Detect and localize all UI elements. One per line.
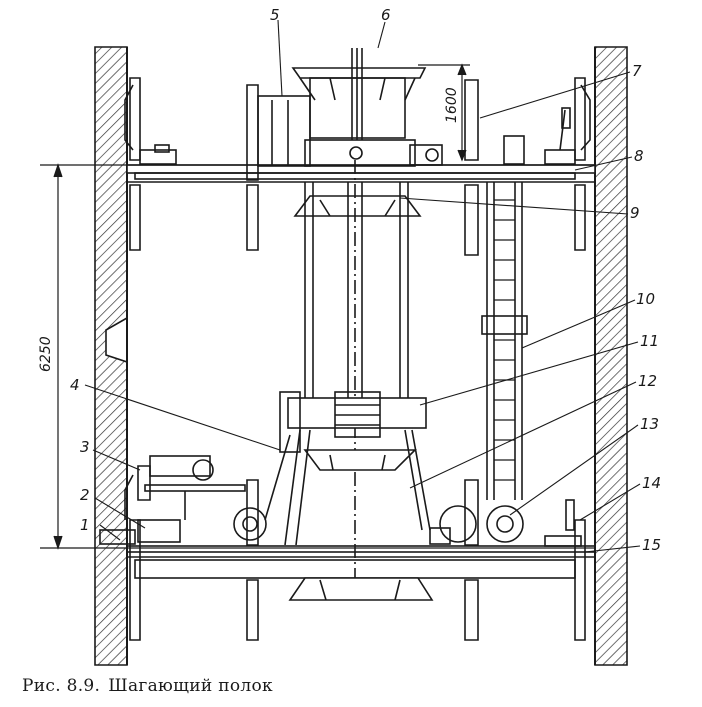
- callout-13: 13: [640, 415, 659, 433]
- callout-15: 15: [642, 536, 661, 554]
- callout-2: 2: [80, 486, 90, 504]
- callout-6: 6: [381, 6, 391, 24]
- central-columns: [304, 160, 409, 600]
- callout-14: 14: [642, 474, 661, 492]
- ladder: [481, 182, 528, 500]
- callout-11: 11: [640, 332, 659, 350]
- callout-9: 9: [630, 204, 640, 222]
- figure-title: Шагающий полок: [108, 676, 273, 696]
- left-equipment: [99, 455, 267, 545]
- lower-deck: [124, 474, 596, 641]
- callout-7: 7: [632, 62, 642, 80]
- figure-number: Рис. 8.9.: [22, 676, 101, 696]
- dimension-lines: [40, 63, 595, 550]
- dimension-6250: 6250: [38, 336, 54, 372]
- dimension-1600: 1600: [444, 87, 460, 123]
- callout-1: 1: [80, 516, 90, 534]
- callout-3: 3: [80, 438, 90, 456]
- callout-leaders: [84, 19, 641, 553]
- callout-8: 8: [634, 147, 644, 165]
- lower-cone: [264, 429, 431, 546]
- top-grab: [291, 48, 427, 140]
- shaft-walls: [94, 46, 628, 666]
- callout-4: 4: [70, 376, 80, 394]
- middle-drive-unit: [279, 391, 427, 453]
- upper-deck: [124, 77, 596, 256]
- figure-caption: Рис. 8.9. Шагающий полок: [22, 676, 281, 696]
- callout-10: 10: [636, 290, 655, 308]
- callout-5: 5: [270, 6, 280, 24]
- callout-12: 12: [638, 372, 657, 390]
